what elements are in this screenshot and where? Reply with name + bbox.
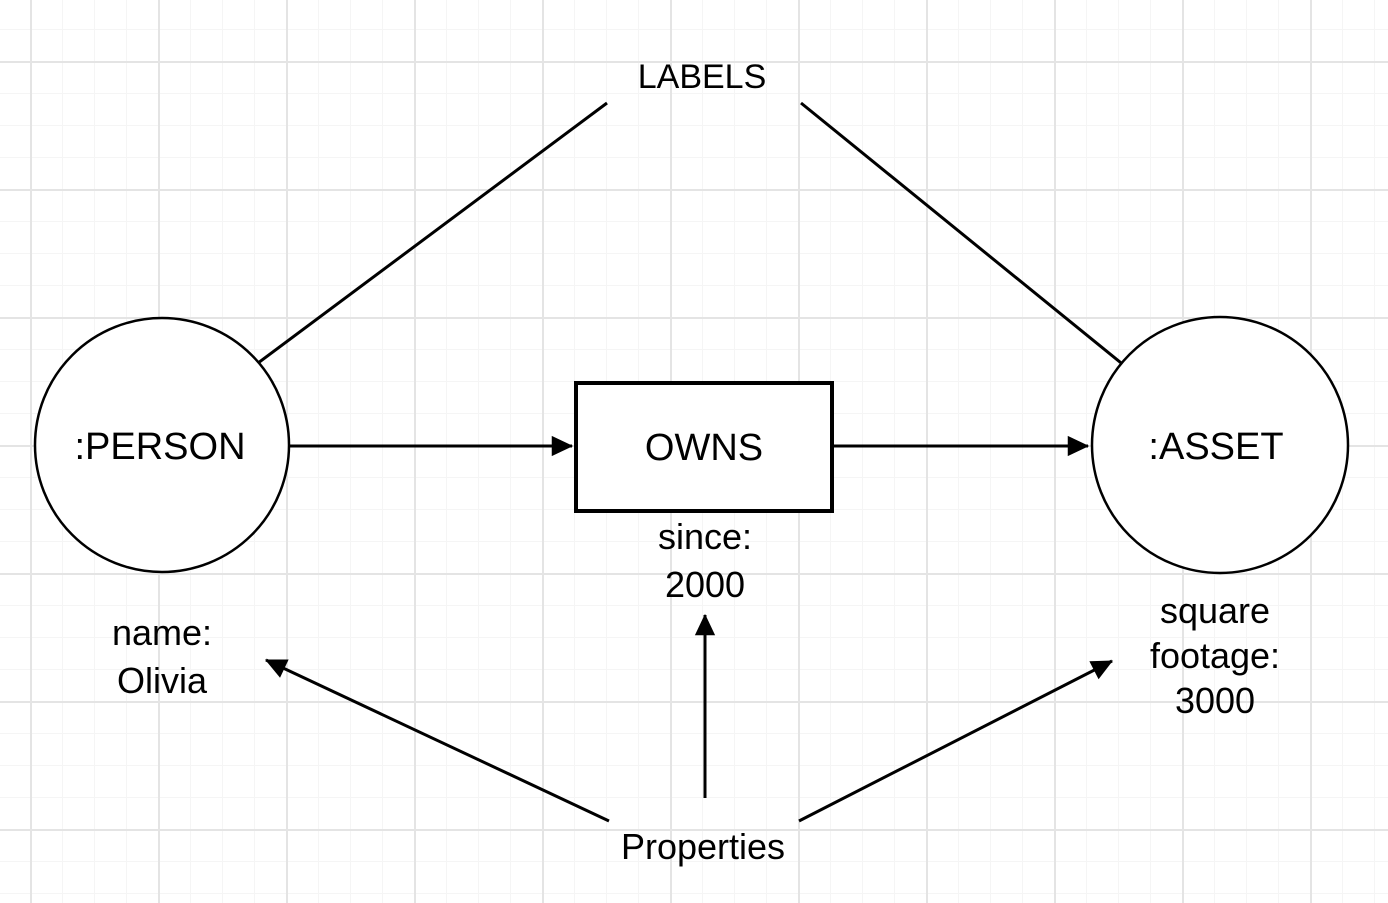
- properties-annotation-title: Properties: [621, 826, 785, 867]
- arrow-properties-to-name: [264, 658, 610, 823]
- person-property-key: name:: [112, 612, 212, 653]
- relationship-owns-box: [574, 381, 834, 513]
- node-person-circle: [33, 316, 291, 574]
- asset-property-key-line2: footage:: [1150, 635, 1280, 676]
- arrow-labels-to-person: [198, 101, 608, 409]
- node-person-label: :PERSON: [74, 426, 245, 468]
- asset-property-key-line1: square: [1160, 590, 1270, 631]
- asset-property-value: 3000: [1175, 680, 1255, 721]
- arrow-properties-to-footage: [798, 659, 1114, 823]
- owns-property-value: 2000: [665, 564, 745, 605]
- node-asset-circle: [1090, 315, 1350, 575]
- person-property-value: Olivia: [117, 660, 208, 701]
- relationship-owns-label: OWNS: [645, 427, 763, 469]
- owns-property-key: since:: [658, 516, 752, 557]
- node-asset-label: :ASSET: [1148, 426, 1283, 468]
- labels-annotation-title: LABELS: [638, 58, 767, 96]
- arrow-labels-to-asset: [800, 101, 1180, 412]
